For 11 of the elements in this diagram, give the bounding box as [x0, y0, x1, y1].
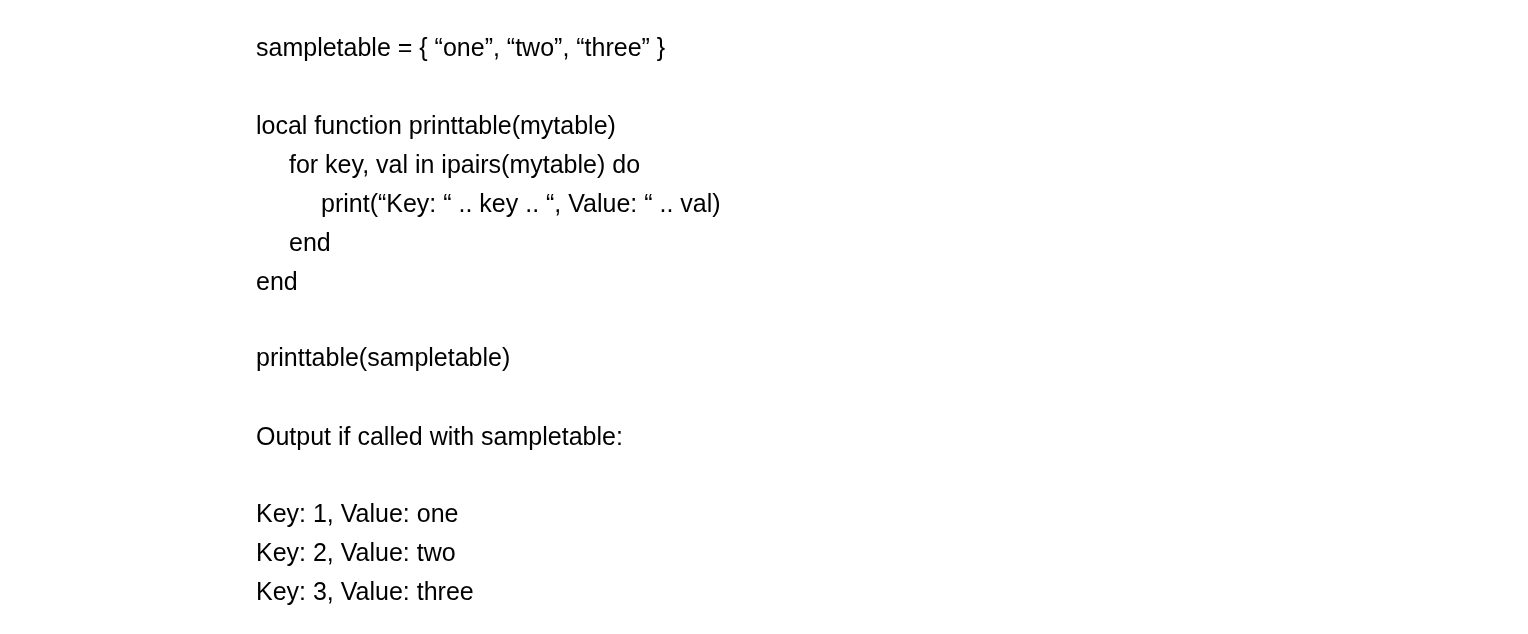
output-line: Key: 2, Value: two — [256, 537, 456, 567]
output-line: Key: 3, Value: three — [256, 576, 474, 606]
note-text: Output if called with sampletable: — [256, 421, 623, 451]
code-line: end — [289, 227, 331, 257]
code-line: printtable(sampletable) — [256, 342, 511, 372]
code-line: print(“Key: “ .. key .. “, Value: “ .. val) — [321, 188, 721, 218]
code-line: end — [256, 266, 298, 296]
output-line: Key: 1, Value: one — [256, 498, 459, 528]
code-line: for key, val in ipairs(mytable) do — [289, 149, 641, 179]
code-line: sampletable = { “one”, “two”, “three” } — [256, 32, 666, 62]
code-line: local function printtable(mytable) — [256, 110, 616, 140]
